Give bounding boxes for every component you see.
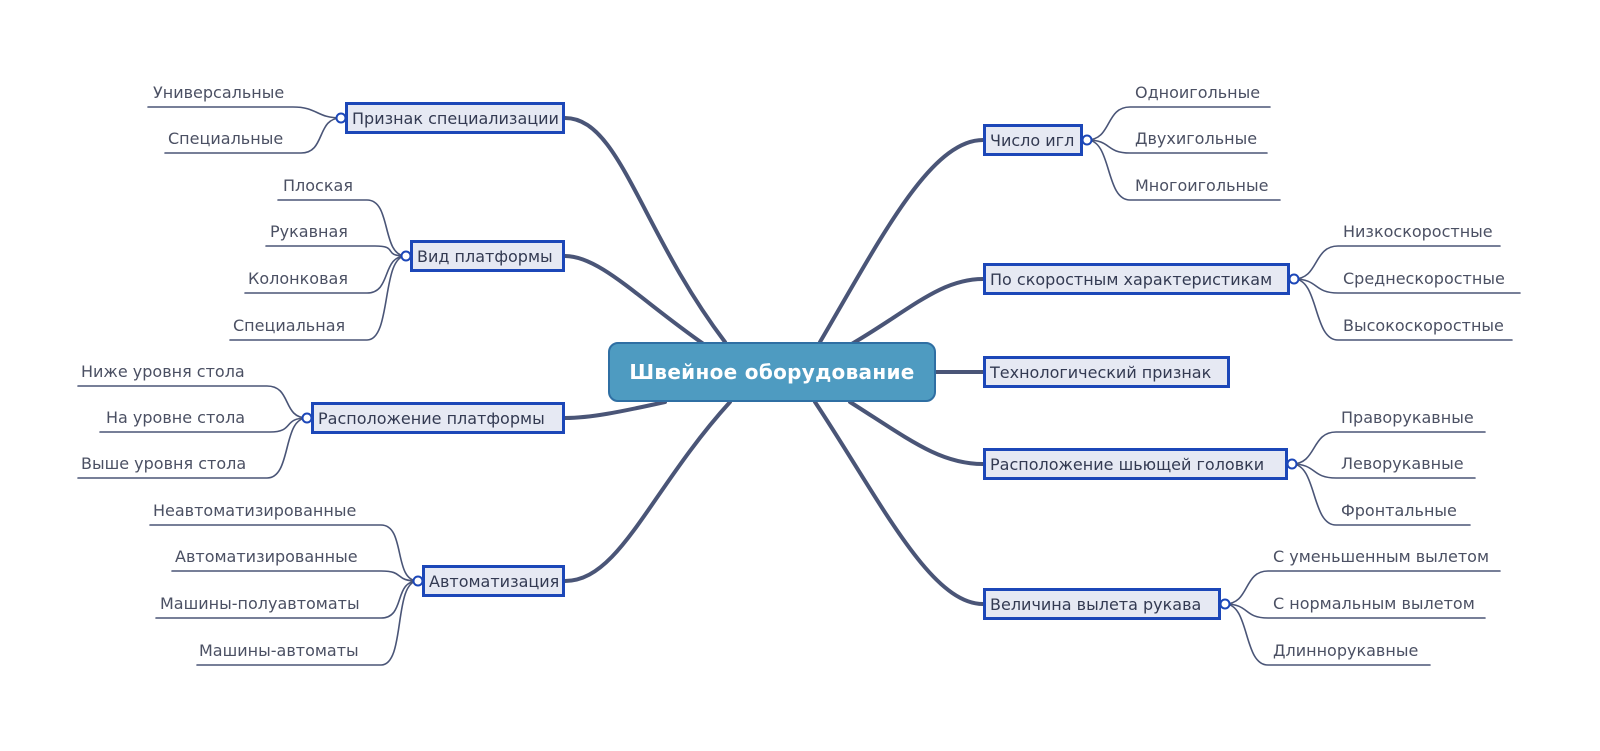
branch-specialization[interactable]: Признак специализации bbox=[345, 102, 565, 134]
leaf-connector-arm-reach bbox=[1224, 603, 1431, 666]
main-connector bbox=[813, 400, 985, 606]
leaf-connector-automation bbox=[155, 580, 419, 619]
leaf-connector-needles-junction bbox=[1081, 134, 1093, 146]
leaf-left-sleeve[interactable]: Леворукавные bbox=[1341, 454, 1464, 473]
leaf-automated[interactable]: Автоматизированные bbox=[175, 547, 358, 566]
leaf-connector-arm-reach bbox=[1224, 603, 1486, 619]
leaf-flat[interactable]: Плоская bbox=[283, 176, 353, 195]
leaf-multi-needle[interactable]: Многоигольные bbox=[1135, 176, 1269, 195]
leaf-connector-automation bbox=[171, 570, 419, 582]
central-topic[interactable]: Швейное оборудование bbox=[608, 342, 936, 402]
leaf-reduced-reach[interactable]: С уменьшенным вылетом bbox=[1273, 547, 1490, 566]
main-connector bbox=[848, 400, 985, 466]
leaf-connector-speed bbox=[1293, 245, 1501, 280]
main-connector bbox=[563, 116, 727, 344]
leaf-double-needle[interactable]: Двухигольные bbox=[1135, 129, 1258, 148]
main-connector bbox=[563, 400, 732, 583]
leaf-automatic[interactable]: Машины-автоматы bbox=[199, 641, 359, 660]
leaf-high-speed[interactable]: Высокоскоростные bbox=[1343, 316, 1504, 335]
main-connector bbox=[818, 138, 985, 344]
leaf-non-automated[interactable]: Неавтоматизированные bbox=[153, 501, 357, 520]
branch-speed[interactable]: По скоростным характеристикам bbox=[983, 263, 1290, 295]
leaf-long-arm[interactable]: Длиннорукавные bbox=[1273, 641, 1419, 660]
branch-technological[interactable]: Технологический признак bbox=[983, 356, 1230, 388]
leaf-connector-speed bbox=[1293, 278, 1513, 341]
leaf-connector-arm-reach-junction bbox=[1219, 598, 1231, 610]
branch-head-position[interactable]: Расположение шьющей головки bbox=[983, 448, 1288, 480]
leaf-special-platform[interactable]: Специальная bbox=[233, 316, 346, 335]
leaf-column[interactable]: Колонковая bbox=[248, 269, 348, 288]
leaf-normal-reach[interactable]: С нормальным вылетом bbox=[1273, 594, 1475, 613]
leaf-right-sleeve[interactable]: Праворукавные bbox=[1341, 408, 1474, 427]
leaf-connector-automation bbox=[149, 524, 419, 582]
branch-automation[interactable]: Автоматизация bbox=[422, 565, 565, 597]
branch-needle-count[interactable]: Число игл bbox=[983, 124, 1083, 156]
leaf-connector-head-position bbox=[1291, 463, 1471, 526]
leaf-connector-platform-position bbox=[99, 417, 308, 433]
branch-arm-reach[interactable]: Величина вылета рукава bbox=[983, 588, 1221, 620]
leaf-above-table[interactable]: Выше уровня стола bbox=[81, 454, 247, 473]
leaf-connector-automation bbox=[196, 580, 419, 666]
leaf-special[interactable]: Специальные bbox=[168, 129, 284, 148]
leaf-connector-platform-type bbox=[229, 255, 407, 341]
leaf-medium-speed[interactable]: Среднескоростные bbox=[1343, 269, 1505, 288]
leaf-connector-platform-position bbox=[77, 417, 308, 479]
leaf-connector-needles bbox=[1086, 106, 1271, 141]
leaf-sleeve[interactable]: Рукавная bbox=[270, 222, 348, 241]
leaf-connector-speed bbox=[1293, 278, 1521, 294]
leaf-connector-specialization bbox=[164, 117, 342, 154]
main-connector bbox=[563, 254, 707, 347]
leaf-single-needle[interactable]: Одноигольные bbox=[1135, 83, 1261, 102]
branch-platform-type[interactable]: Вид платформы bbox=[410, 240, 565, 272]
leaf-connector-platform-position bbox=[77, 385, 308, 419]
leaf-connector-needles bbox=[1086, 139, 1281, 201]
leaf-frontal[interactable]: Фронтальные bbox=[1341, 501, 1457, 520]
leaf-connector-head-position bbox=[1291, 463, 1476, 479]
leaf-connector-platform-type bbox=[265, 245, 407, 257]
main-connector bbox=[563, 400, 667, 420]
leaf-table-level[interactable]: На уровне стола bbox=[106, 408, 246, 427]
leaf-connector-arm-reach bbox=[1224, 570, 1501, 605]
leaf-connector-speed-junction bbox=[1288, 273, 1300, 285]
leaf-semi-automatic[interactable]: Машины-полуавтоматы bbox=[160, 594, 360, 613]
leaf-connector-head-position-junction bbox=[1286, 458, 1298, 470]
branch-platform-position[interactable]: Расположение платформы bbox=[311, 402, 565, 434]
leaf-connector-platform-type bbox=[277, 199, 407, 257]
leaf-connector-needles bbox=[1086, 139, 1268, 154]
leaf-low-speed[interactable]: Низкоскоростные bbox=[1343, 222, 1493, 241]
leaf-connector-platform-type bbox=[244, 255, 407, 294]
leaf-universal[interactable]: Универсальные bbox=[153, 83, 285, 102]
main-connector bbox=[848, 277, 985, 347]
leaf-connector-head-position bbox=[1291, 431, 1486, 465]
leaf-connector-specialization bbox=[147, 106, 342, 119]
leaf-below-table[interactable]: Ниже уровня стола bbox=[81, 362, 245, 381]
